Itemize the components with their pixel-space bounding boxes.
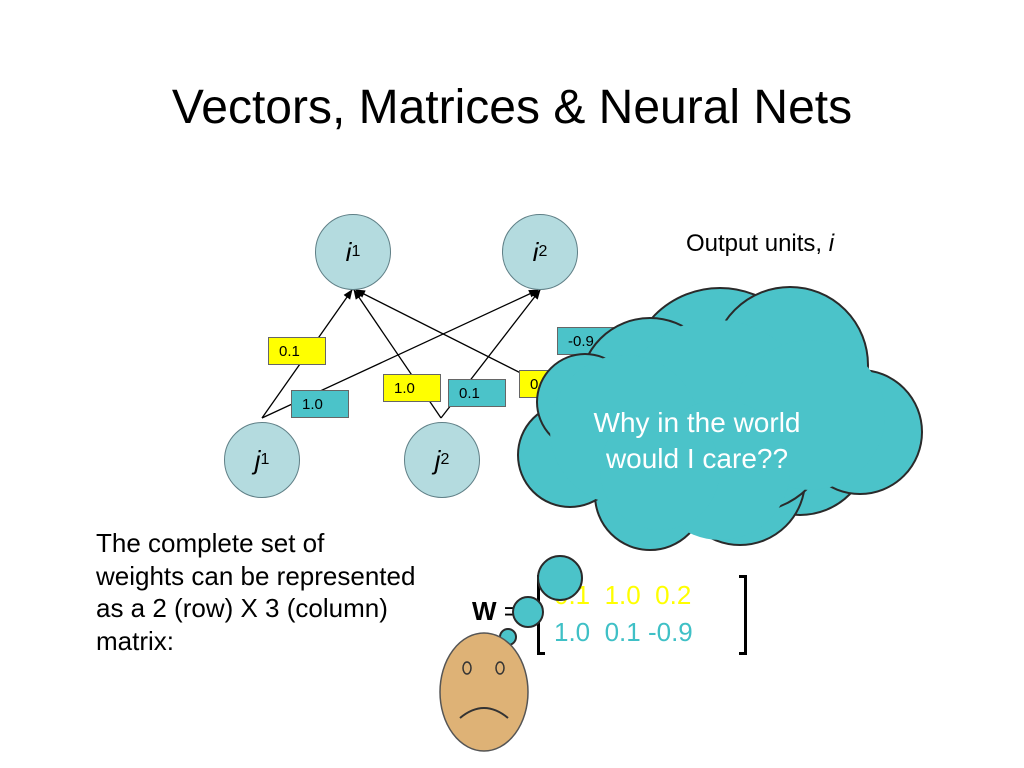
- weight-label: 1.0: [291, 390, 349, 418]
- weight-label: 1.0: [383, 374, 441, 402]
- output-units-var: i: [828, 230, 835, 257]
- input-node-var: j: [254, 444, 261, 475]
- matrix-row-2: 1.0 0.1 -0.9: [554, 617, 693, 647]
- input-node-var: j: [434, 444, 441, 475]
- description-text: The complete set of weights can be repre…: [96, 528, 416, 656]
- output-node-sub: 1: [351, 243, 361, 260]
- thought-line-2: would I care??: [605, 443, 789, 474]
- sad-face-icon: [439, 632, 529, 752]
- matrix-symbol: W: [472, 596, 497, 626]
- output-units-label: Output units, i: [686, 230, 834, 258]
- output-units-text: Output units,: [686, 230, 829, 257]
- page-title: Vectors, Matrices & Neural Nets: [171, 81, 853, 134]
- weight-label: 0.1: [268, 337, 326, 365]
- thought-text: Why in the world would I care??: [552, 405, 842, 477]
- output-node-var: i: [532, 236, 539, 267]
- weight-label: 0.1: [448, 379, 506, 407]
- output-node-sub: 2: [538, 243, 548, 260]
- matrix-bracket-right: [739, 575, 747, 655]
- input-node-sub: 1: [260, 451, 270, 468]
- input-node-sub: 2: [440, 451, 450, 468]
- output-node-var: i: [345, 236, 352, 267]
- thought-line-1: Why in the world: [593, 407, 801, 438]
